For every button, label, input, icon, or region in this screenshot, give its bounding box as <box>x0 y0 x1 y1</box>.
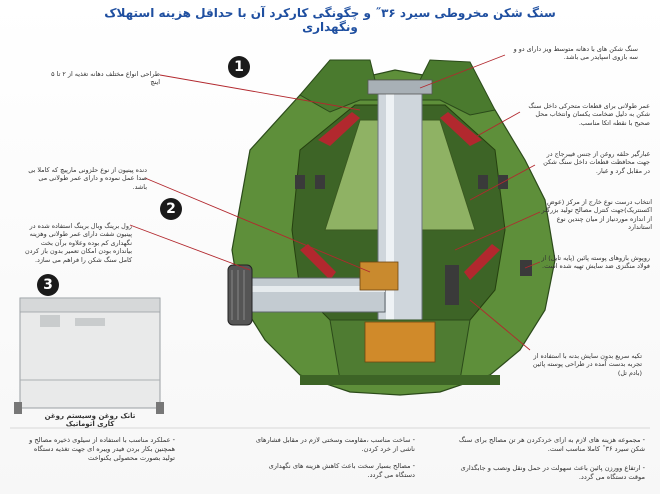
bottom-col-mid-2: - مصالح بسیار سخت باعث کاهش هزینه های نگ… <box>268 462 415 479</box>
badge-one: 1 <box>228 56 250 78</box>
caption-left-3: رول برینگ وبال برینگ استفاده شده در پینی… <box>24 222 132 264</box>
concave-liner-left <box>318 112 360 146</box>
leader-lines <box>129 54 541 351</box>
caption-left-1: طراحی انواع مختلف دهانه تغذیه از ۲ تا ۵ … <box>51 70 160 87</box>
bottom-col-right-1: - مجموعه هزینه های لازم به ازای خردکردن … <box>458 436 645 453</box>
lower-liner-right <box>464 244 500 280</box>
lower-liner-left <box>300 244 336 280</box>
main-shaft <box>377 84 423 336</box>
oil-tank-label: تانک روغن وسیستم روغن کاری اتوماتیک <box>44 412 136 429</box>
bottom-col-left: - عملکرد مناسب با استفاده از سیلوی ذخیره… <box>29 436 175 462</box>
page-title: سنگ شکن مخروطی سیرد ۳۶˝ و چگونگی کارکرد … <box>104 6 556 34</box>
badge-three: 3 <box>37 274 59 296</box>
oil-tank-illustration <box>14 297 164 414</box>
drive-pulley <box>227 264 253 326</box>
spider-cap <box>367 79 433 95</box>
caption-mid-right-2: غبارگیر حلقه روغن از جنس فیبرجاج در جهت … <box>543 150 650 175</box>
countershaft-highlight <box>235 286 385 292</box>
eccentric-bushing <box>364 321 436 363</box>
bottom-col-right-2: - ارتفاع وورزن پائین باعث سهولت در حمل و… <box>460 464 646 481</box>
badge-two: 2 <box>160 198 182 220</box>
caption-mid-right-1: عمر طولانی برای قطعات متحرکی داخل سنگ شک… <box>528 102 650 127</box>
concave-liner-right <box>440 112 482 146</box>
caption-bottom-right: تکیه سریع بدون سایش بدنه با استفاده از ت… <box>532 352 642 377</box>
bottom-col-mid-1: - ساخت مناسب ،مقاومت وسختی لازم در مقابل… <box>255 436 415 453</box>
caption-top-right: سنگ شکن های با دهانه متوسط ویز دارای دو … <box>513 45 638 62</box>
caption-left-2: دنده پینیون از نوع حلزونی مارپیچ که کامل… <box>28 166 147 191</box>
caption-mid-right-4: روپوش بازوهای پوسته پائین (پایه تابل) از… <box>541 254 650 271</box>
shaft-highlight <box>386 85 394 335</box>
caption-mid-right-3: انتخاب درست نوع خارج از مرکز (عوض اکسنتر… <box>541 198 652 232</box>
base-plate <box>300 375 500 385</box>
bevel-gear <box>359 261 399 291</box>
